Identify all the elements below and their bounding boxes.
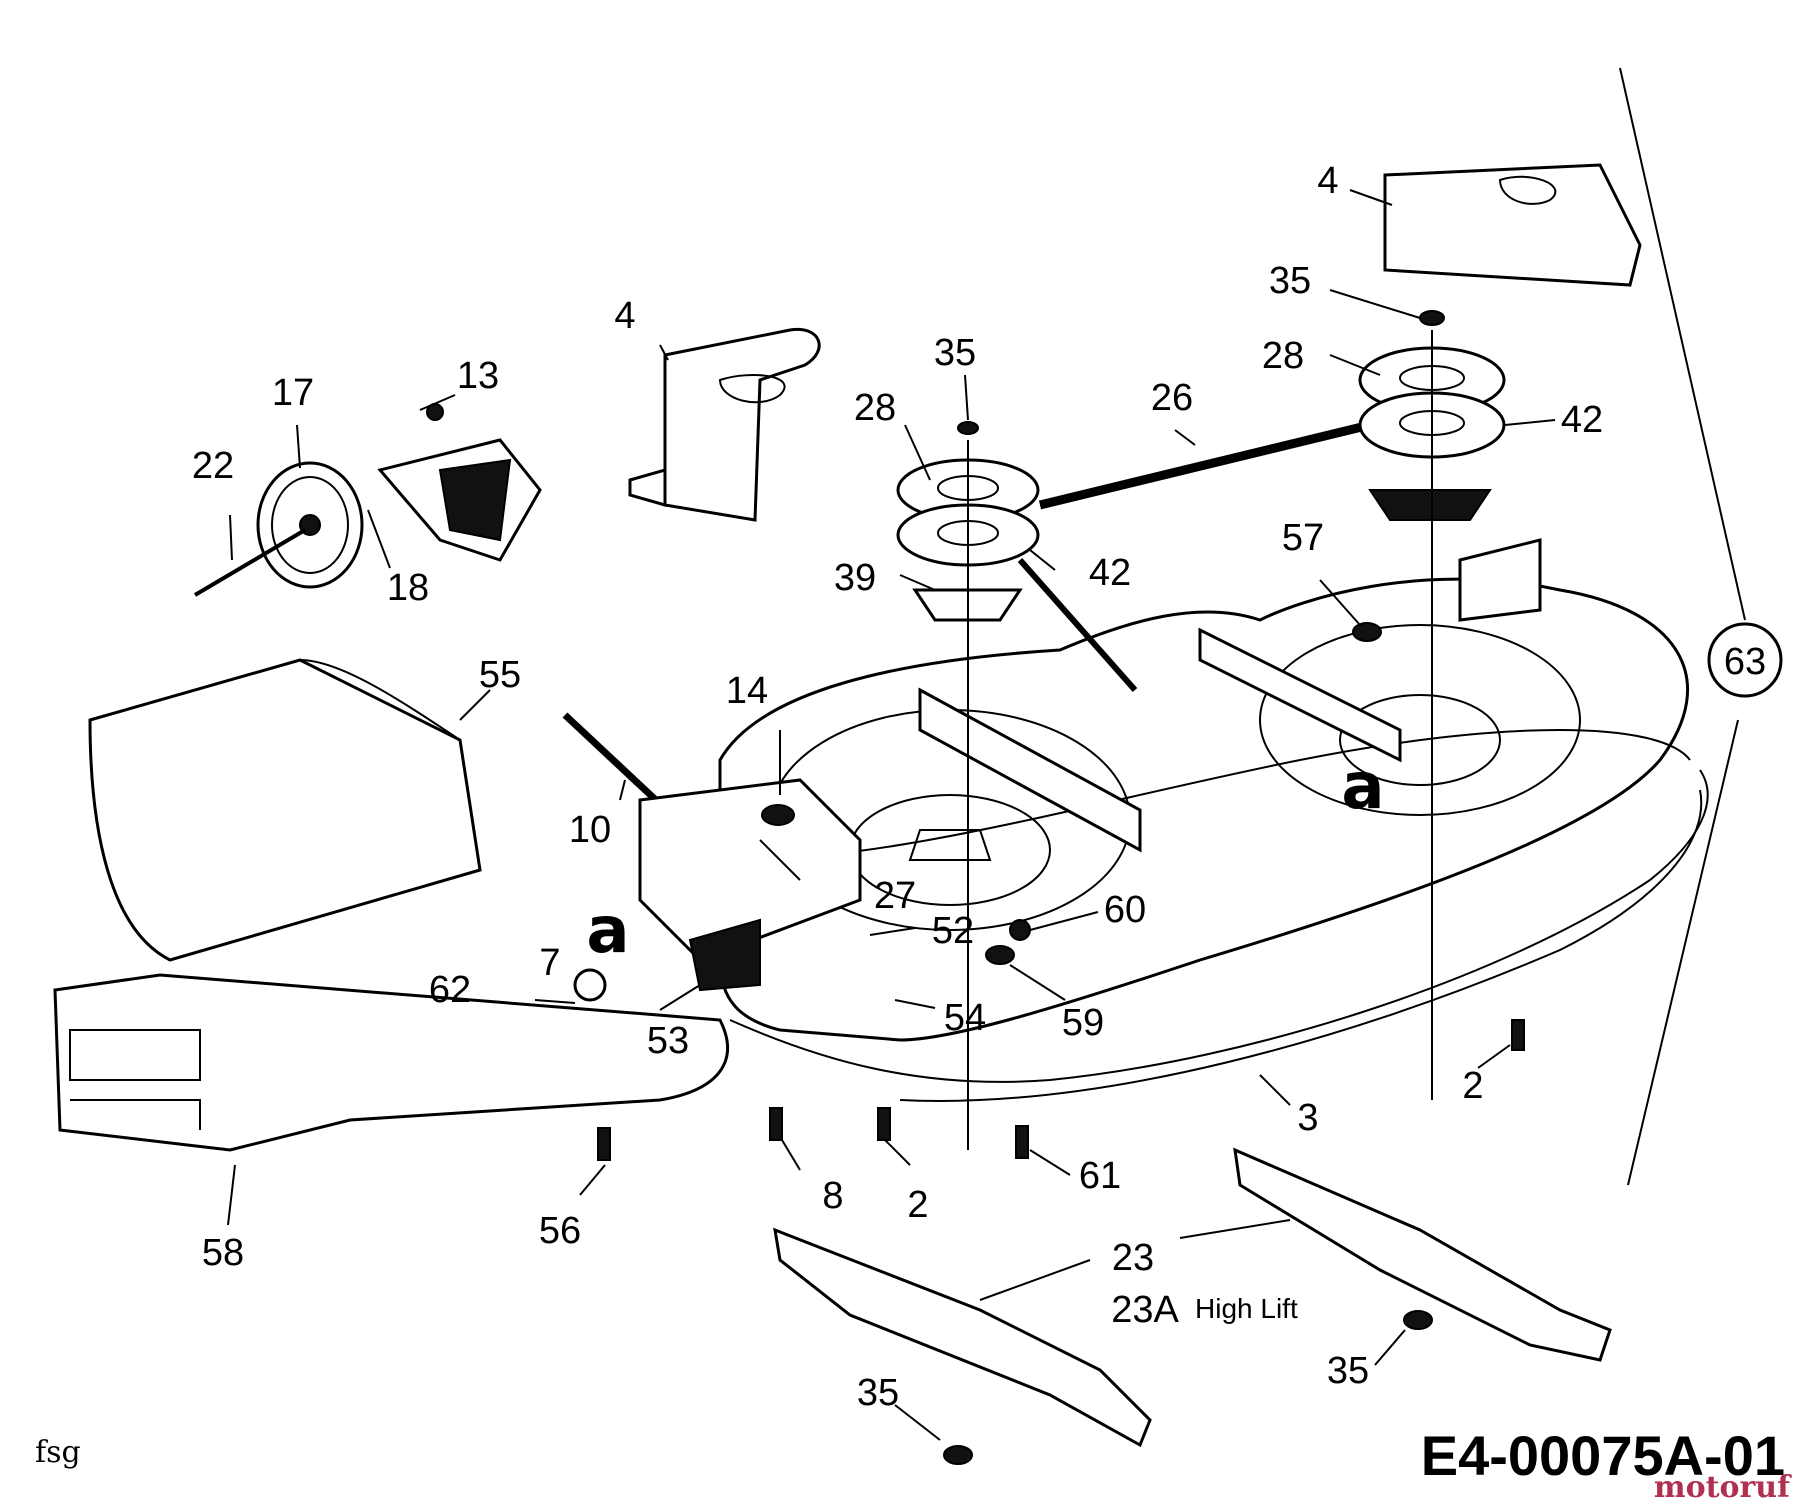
callout-18: 18: [387, 567, 429, 609]
nut-35-bottom-right: [1403, 1310, 1433, 1330]
callout-26: 26: [1151, 377, 1193, 419]
callout-56: 56: [539, 1210, 581, 1252]
callout-17: 17: [272, 372, 314, 414]
callout-7: 7: [539, 942, 560, 984]
nut-60: [1009, 919, 1031, 941]
callout-28-left: 28: [854, 387, 896, 429]
callout-53: 53: [647, 1020, 689, 1062]
callout-8: 8: [822, 1175, 843, 1217]
footer-left-mark: fsg: [35, 1435, 81, 1470]
callout-42-left: 42: [1089, 552, 1131, 594]
bolt-2-center: [877, 1107, 891, 1141]
belt-cover-right: [1383, 163, 1642, 287]
callout-61: 61: [1079, 1155, 1121, 1197]
callout-13: 13: [457, 355, 499, 397]
mower-deck-housing: [718, 538, 1709, 1102]
discharge-chute: [88, 658, 482, 962]
callout-35-bottom-left: 35: [857, 1372, 899, 1414]
nut-57: [1352, 622, 1382, 642]
callout-55: 55: [479, 654, 521, 696]
bolt-8: [769, 1107, 783, 1141]
callout-3: 3: [1297, 1097, 1318, 1139]
assembly-number-circle: [1707, 622, 1783, 698]
spindle-right: [1358, 310, 1506, 1100]
callout-58: 58: [202, 1232, 244, 1274]
drive-belt: [1038, 420, 1372, 510]
assembly-boundary: 63: [1619, 67, 1783, 1186]
callout-2-right: 2: [1462, 1065, 1483, 1107]
bolt-56: [597, 1127, 611, 1161]
callout-54: 54: [944, 997, 986, 1039]
callout-52: 52: [932, 910, 974, 952]
deflector-shield: [53, 973, 729, 1152]
callout-42-right: 42: [1561, 399, 1603, 441]
callout-27: 27: [874, 875, 916, 917]
drawing-number: E4-00075A-01: [1421, 1424, 1785, 1487]
callout-4-left: 4: [614, 295, 635, 337]
blade-right: [1233, 1147, 1612, 1362]
callout-35-top-left: 35: [934, 332, 976, 374]
callout-62: 62: [429, 969, 471, 1011]
callout-63: 63: [1724, 641, 1766, 683]
callout-57: 57: [1282, 517, 1324, 559]
drive-belt-return: [1017, 558, 1138, 692]
callout-60: 60: [1104, 889, 1146, 931]
spindle-left: [896, 421, 1040, 1150]
spacer-7: [573, 968, 607, 1002]
leader-lines: [227, 189, 1556, 1441]
detail-marker-a-right: a: [1341, 750, 1384, 824]
callout-39: 39: [834, 557, 876, 599]
callout-2-center: 2: [907, 1184, 928, 1226]
callout-28-right: 28: [1262, 335, 1304, 377]
callout-35-bottom-right: 35: [1327, 1350, 1369, 1392]
callout-4-right: 4: [1317, 160, 1338, 202]
callout-22: 22: [192, 445, 234, 487]
idler-assembly: [193, 403, 542, 597]
detail-marker-a-left: a: [586, 894, 629, 968]
bolt-2-right: [1511, 1019, 1525, 1051]
bolt-61: [1015, 1125, 1029, 1159]
callout-10: 10: [569, 809, 611, 851]
callout-14: 14: [726, 670, 768, 712]
callout-23: 23: [1112, 1237, 1154, 1279]
front-bracket: [638, 778, 862, 992]
nut-35-bottom-left: [943, 1445, 973, 1465]
washer-59: [985, 945, 1015, 965]
callout-23a: 23A: [1111, 1289, 1179, 1331]
watermark: motoruf: [1654, 1470, 1792, 1500]
blade-left: [773, 1227, 1152, 1448]
belt-cover-left: [628, 327, 821, 522]
high-lift-note: High Lift: [1195, 1293, 1298, 1324]
callout-59: 59: [1062, 1002, 1104, 1044]
callout-35-top-right: 35: [1269, 260, 1311, 302]
